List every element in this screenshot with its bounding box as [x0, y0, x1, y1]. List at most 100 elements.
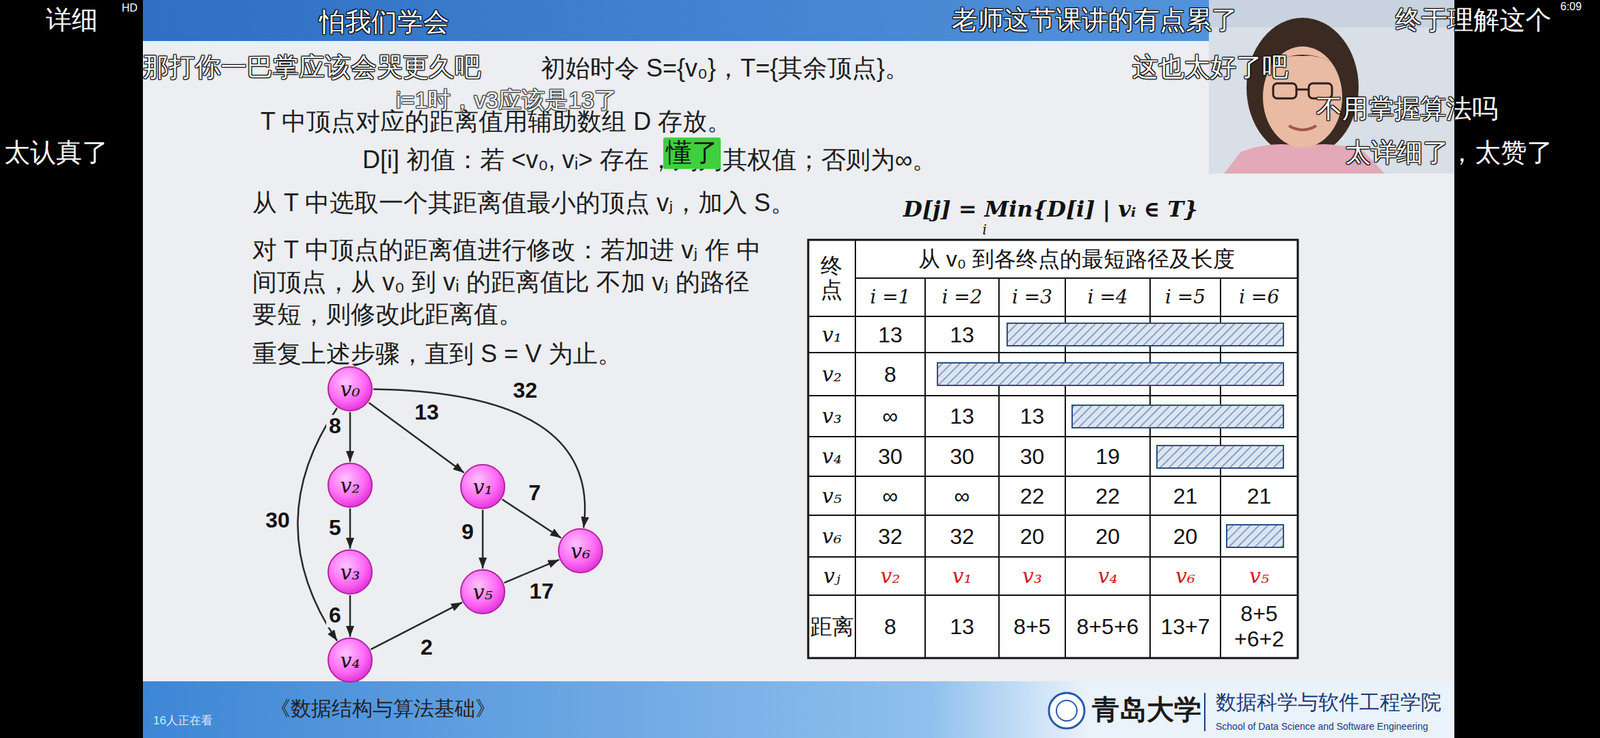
table-cell: v₅ [1221, 564, 1297, 589]
vertex-disc [328, 638, 372, 683]
table-cell: 22 [1000, 483, 1064, 509]
danmaku-comment: 那打你一巴掌应该会哭更久吧 [142, 51, 481, 84]
vertex-name: v₅ [473, 580, 493, 605]
vertex-name: v₂ [340, 473, 361, 498]
vertex-name: v₀ [340, 377, 361, 402]
table-cell: 19 [1066, 444, 1149, 470]
graph-arc [503, 560, 559, 584]
slide-text: D[i] 初值：若 <v₀, vᵢ> 存在，则为其权值；否则为∞。 [362, 144, 937, 175]
course-title: 《数据结构与算法基础》 [270, 696, 496, 722]
graph-arc [482, 510, 485, 569]
graph-vertex: v₆ [557, 527, 604, 575]
formula-subscript: i [982, 221, 987, 238]
table-cell: 13 [926, 322, 998, 348]
status-text: HD [121, 1, 138, 15]
vertex-disc [558, 529, 603, 573]
vertex-disc [328, 367, 372, 411]
vertex-disc [328, 463, 372, 508]
table-cell: 8+5+6 [1066, 614, 1149, 640]
table-cell: 13 [926, 404, 998, 430]
vertex-name: v₄ [340, 648, 361, 673]
danmaku-comment: 老师这节课讲的有点累了 [951, 4, 1238, 37]
school-name-english: School of Data Science and Software Engi… [1215, 721, 1429, 733]
table-cell: 20 [1066, 523, 1149, 550]
vertex-name: v₁ [473, 475, 493, 500]
column-header: i =2 [926, 286, 998, 309]
table-cell: 20 [1000, 523, 1064, 550]
edge-weight: 6 [326, 604, 344, 628]
table-header: 终点 [820, 254, 843, 303]
university-name: 青岛大学 [1091, 693, 1202, 727]
column-header: i =5 [1151, 286, 1220, 309]
table-cell: 8+5 +6+2 [1221, 601, 1297, 653]
table-cell: v₃ [1000, 564, 1064, 589]
table-header: 从 v₀ 到各终点的最短路径及长度 [918, 246, 1235, 273]
table-cell: 13+7 [1151, 614, 1220, 640]
edge-weight: 17 [526, 580, 557, 604]
row-label: v₄ [809, 445, 855, 470]
table-cell: ∞ [856, 404, 924, 430]
danmaku-comment: 不用掌握算法吗 [1316, 93, 1499, 126]
graph-vertex: v₀ [326, 365, 374, 413]
table-cell: 30 [926, 444, 998, 470]
row-label: v₁ [809, 322, 855, 347]
graph-arc [373, 389, 585, 529]
table-cell: ∞ [856, 483, 924, 509]
danmaku-comment: 怕我们学会 [319, 6, 450, 39]
table-cell: v₆ [1151, 564, 1220, 589]
table-grid [808, 240, 1298, 659]
table-cell: 32 [926, 523, 998, 550]
viewer-count: 16人正在看 [153, 714, 213, 729]
danmaku-comment: 详细 [45, 4, 98, 37]
slide-background [142, 0, 1455, 738]
danmaku-comment: 终于理解这个 [1395, 4, 1552, 37]
graph-arc [349, 595, 352, 638]
vertex-disc [460, 570, 505, 615]
graph-arc [370, 603, 463, 651]
slide-text: 初始时令 S={v₀}，T={其余顶点}。 [540, 53, 910, 83]
graph-vertex: v₁ [459, 463, 506, 511]
vertex-disc [328, 550, 372, 595]
edge-weight: 9 [458, 521, 477, 545]
graph-arc [349, 412, 352, 463]
table-cell: 8 [856, 361, 924, 388]
table-cell: 13 [1000, 404, 1064, 430]
graph-vertex: v₄ [326, 637, 374, 684]
edge-weight: 30 [262, 509, 293, 533]
row-label: vⱼ [809, 564, 855, 589]
column-header: i =4 [1066, 286, 1149, 309]
status-text: 6:09 [1560, 0, 1582, 13]
column-header: i =3 [1000, 286, 1064, 309]
graph-arc [501, 499, 561, 539]
done-hatch-bars [937, 323, 1284, 548]
table-cell: v₁ [926, 564, 998, 589]
column-header: i =6 [1221, 286, 1297, 309]
table-cell: 30 [1000, 444, 1064, 470]
danmaku-comment: 懂了 [663, 137, 721, 169]
danmaku-comment: i=1时，v3应该是13了 [395, 86, 618, 115]
row-label: v₅ [809, 484, 855, 509]
slide-footer-band [142, 681, 1455, 738]
graph-vertex: v₃ [326, 549, 374, 596]
table-cell: 22 [1066, 483, 1149, 509]
table-cell: 8+5 [1000, 614, 1064, 640]
edge-weight: 8 [326, 415, 344, 439]
edge-weight: 32 [510, 379, 541, 403]
graph-vertex: v₂ [326, 462, 374, 509]
university-logo [1048, 693, 1205, 732]
edge-weight: 2 [417, 636, 436, 660]
danmaku-comment: 这也太好了吧 [1132, 51, 1289, 84]
vertex-disc [460, 464, 505, 509]
table-cell: 21 [1221, 483, 1297, 509]
row-label: v₃ [809, 404, 855, 429]
slide-text: 对 T 中顶点的距离值进行修改：若加进 vⱼ 作 中间顶点，从 v₀ 到 vᵢ … [252, 233, 772, 331]
table-cell: 30 [856, 444, 924, 470]
table-cell: 8 [856, 614, 924, 640]
table-cell: 13 [926, 614, 998, 640]
table-cell: 20 [1151, 523, 1220, 550]
danmaku-comment: 太认真了 [4, 137, 109, 169]
slide-text: 从 T 中选取一个其距离值最小的顶点 vⱼ，加入 S。 [252, 188, 796, 218]
edge-weight: 13 [411, 401, 442, 425]
graph-arc [349, 508, 352, 550]
